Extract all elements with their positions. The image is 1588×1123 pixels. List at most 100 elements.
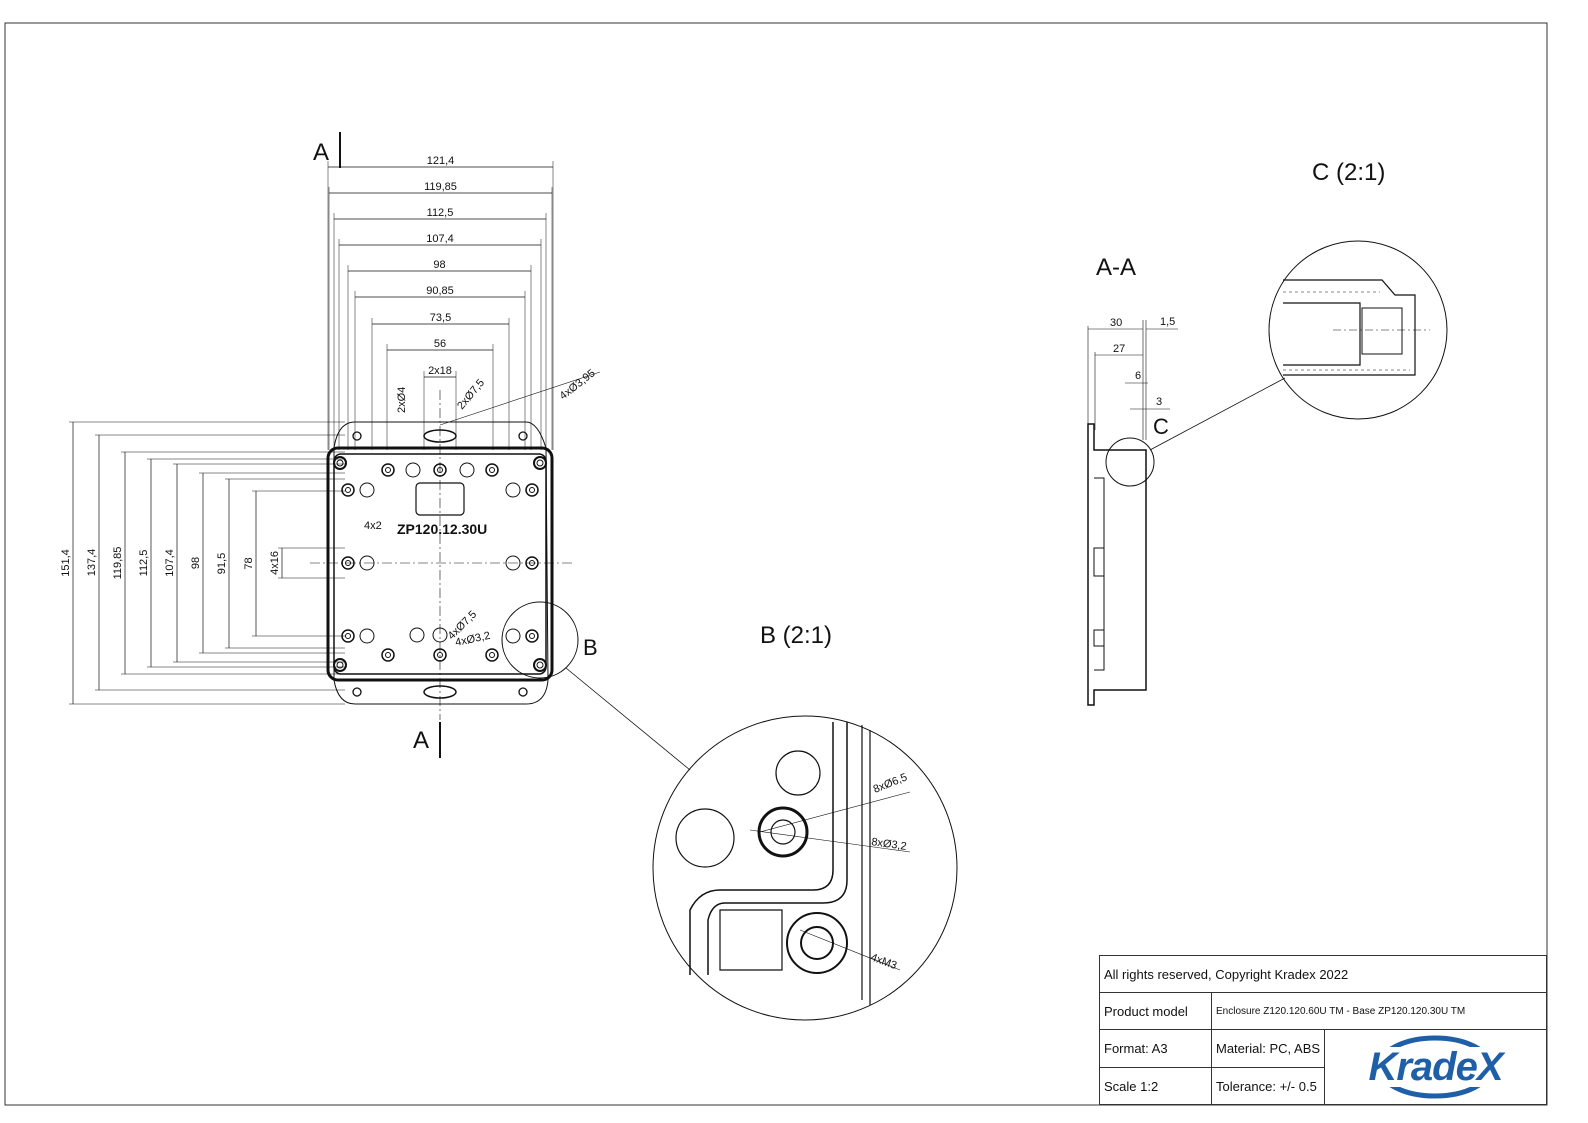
dimension-label: 91,5 xyxy=(216,553,228,574)
top-dimensions: 121,4 119,85 112,5 107,4 98 90,85 73,5 56 2x18 xyxy=(327,155,554,450)
scale: Scale 1:2 xyxy=(1100,1068,1212,1104)
dimension-label: 119,85 xyxy=(112,547,124,580)
corner-screw-hole xyxy=(333,456,347,470)
pcb-mount-hole xyxy=(485,648,499,662)
format: Format: A3 xyxy=(1100,1030,1212,1068)
pcb-mount-hole xyxy=(525,556,539,570)
boss-hole xyxy=(505,555,521,571)
dimension-label: 119,85 xyxy=(424,181,457,193)
dim-1-5: 1,5 xyxy=(1160,316,1175,328)
part-label: ZP120.12.30U xyxy=(397,521,487,537)
pcb-mount-hole-inner xyxy=(385,652,391,658)
corner-screw-hole xyxy=(533,658,547,672)
dimension-label: 98 xyxy=(190,557,202,569)
detail-b-circle xyxy=(501,601,579,679)
boss-hole xyxy=(505,482,521,498)
dimension-label: 73,5 xyxy=(430,312,451,324)
title-block: All rights reserved, Copyright Kradex 20… xyxy=(1099,955,1547,1105)
pcb-mount-hole-inner xyxy=(345,487,351,493)
dimension-label: 137,4 xyxy=(86,549,98,577)
dim-30: 30 xyxy=(1110,317,1122,329)
dimension-label: 90,85 xyxy=(426,285,454,297)
boss-hole xyxy=(359,555,375,571)
pcb-mount-hole xyxy=(433,648,447,662)
dim-27: 27 xyxy=(1113,343,1125,355)
boss-hole xyxy=(359,482,375,498)
pcb-mount-hole xyxy=(341,483,355,497)
boss-hole xyxy=(409,627,425,643)
mounting-plate-outline xyxy=(333,421,549,705)
pcb-mount-hole xyxy=(433,463,447,477)
callout-2xd7-5: 2xØ7,5 xyxy=(455,377,487,412)
dimension-label: 107,4 xyxy=(426,233,454,245)
boss-hole xyxy=(505,628,521,644)
dimension-label: 121,4 xyxy=(427,155,455,167)
dim-3: 3 xyxy=(1156,396,1162,408)
detail-c-view xyxy=(1268,240,1448,420)
pcb-mount-hole-inner xyxy=(345,633,351,639)
wall-mount-hole xyxy=(518,431,528,441)
pcb-mount-hole-inner xyxy=(529,633,535,639)
corner-screw-hole xyxy=(533,456,547,470)
material: Material: PC, ABS xyxy=(1212,1030,1325,1068)
corner-screw-hole-inner xyxy=(536,661,544,669)
front-view: 121,4 119,85 112,5 107,4 98 90,85 73,5 56 2x18 1… xyxy=(60,132,691,771)
tolerance: Tolerance: +/- 0.5 xyxy=(1212,1068,1325,1104)
section-view xyxy=(1087,320,1286,706)
boss-hole xyxy=(405,462,421,478)
pcb-mount-hole xyxy=(341,629,355,643)
callout-4xm3: 4xM3 xyxy=(869,952,898,972)
dimension-label: 98 xyxy=(433,259,445,271)
detail-b-view xyxy=(652,715,958,1021)
pcb-mount-hole-inner xyxy=(489,652,495,658)
detail-b-marker: B xyxy=(583,635,598,660)
sheet-border xyxy=(4,22,1548,1106)
pcb-mount-hole xyxy=(341,556,355,570)
dim-6: 6 xyxy=(1135,370,1141,382)
product-model-label: Product model xyxy=(1100,993,1212,1030)
keyhole-slot-top xyxy=(423,429,457,443)
dimension-label: 2x18 xyxy=(428,365,452,377)
dimension-label: 112,5 xyxy=(138,550,150,577)
dimension-label: 56 xyxy=(434,338,446,350)
detail-c-title: C (2:1) xyxy=(1312,159,1385,186)
mounting-holes xyxy=(333,431,547,697)
dimension-label: 4x16 xyxy=(269,551,281,575)
detail-b-title: B (2:1) xyxy=(760,622,832,649)
corner-screw-hole-inner xyxy=(536,459,544,467)
copyright: All rights reserved, Copyright Kradex 20… xyxy=(1100,956,1546,993)
corner-screw-hole-inner xyxy=(336,459,344,467)
pcb-mount-hole xyxy=(381,648,395,662)
pcb-mount-hole-inner xyxy=(489,467,495,473)
pcb-mount-hole-inner xyxy=(385,467,391,473)
logo-text: KradeX xyxy=(1366,1045,1505,1089)
pcb-mount-hole-inner xyxy=(437,467,443,473)
section-marker-top: A xyxy=(313,139,329,166)
pcb-mount-hole-inner xyxy=(529,487,535,493)
pcb-mount-hole xyxy=(525,629,539,643)
pcb-mount-hole-inner xyxy=(345,560,351,566)
wall-mount-hole xyxy=(352,431,362,441)
section-marker-bottom: A xyxy=(413,727,429,754)
boss-hole xyxy=(432,627,448,643)
callout-4xd3-95: 4xØ3,95 xyxy=(557,367,597,402)
callout-4x2: 4x2 xyxy=(364,520,382,532)
callout-8xd3-2: 8xØ3,2 xyxy=(871,836,908,853)
wall-mount-hole xyxy=(352,687,362,697)
dimension-label: 112,5 xyxy=(427,207,454,219)
corner-screw-hole xyxy=(333,658,347,672)
kradex-logo: KradeX xyxy=(1325,1030,1546,1104)
section-view-title: A-A xyxy=(1096,254,1136,281)
callout-2xd4: 2xØ4 xyxy=(396,387,408,413)
pcb-mount-hole xyxy=(485,463,499,477)
dimension-label: 151,4 xyxy=(60,549,72,577)
corner-screw-hole-inner xyxy=(336,661,344,669)
boss-hole xyxy=(359,628,375,644)
boss-hole xyxy=(459,462,475,478)
dimension-label: 107,4 xyxy=(164,549,176,577)
product-model-value: Enclosure Z120.120.60U TM - Base ZP120.1… xyxy=(1212,993,1546,1030)
pcb-mount-hole xyxy=(525,483,539,497)
pcb-mount-hole-inner xyxy=(437,652,443,658)
